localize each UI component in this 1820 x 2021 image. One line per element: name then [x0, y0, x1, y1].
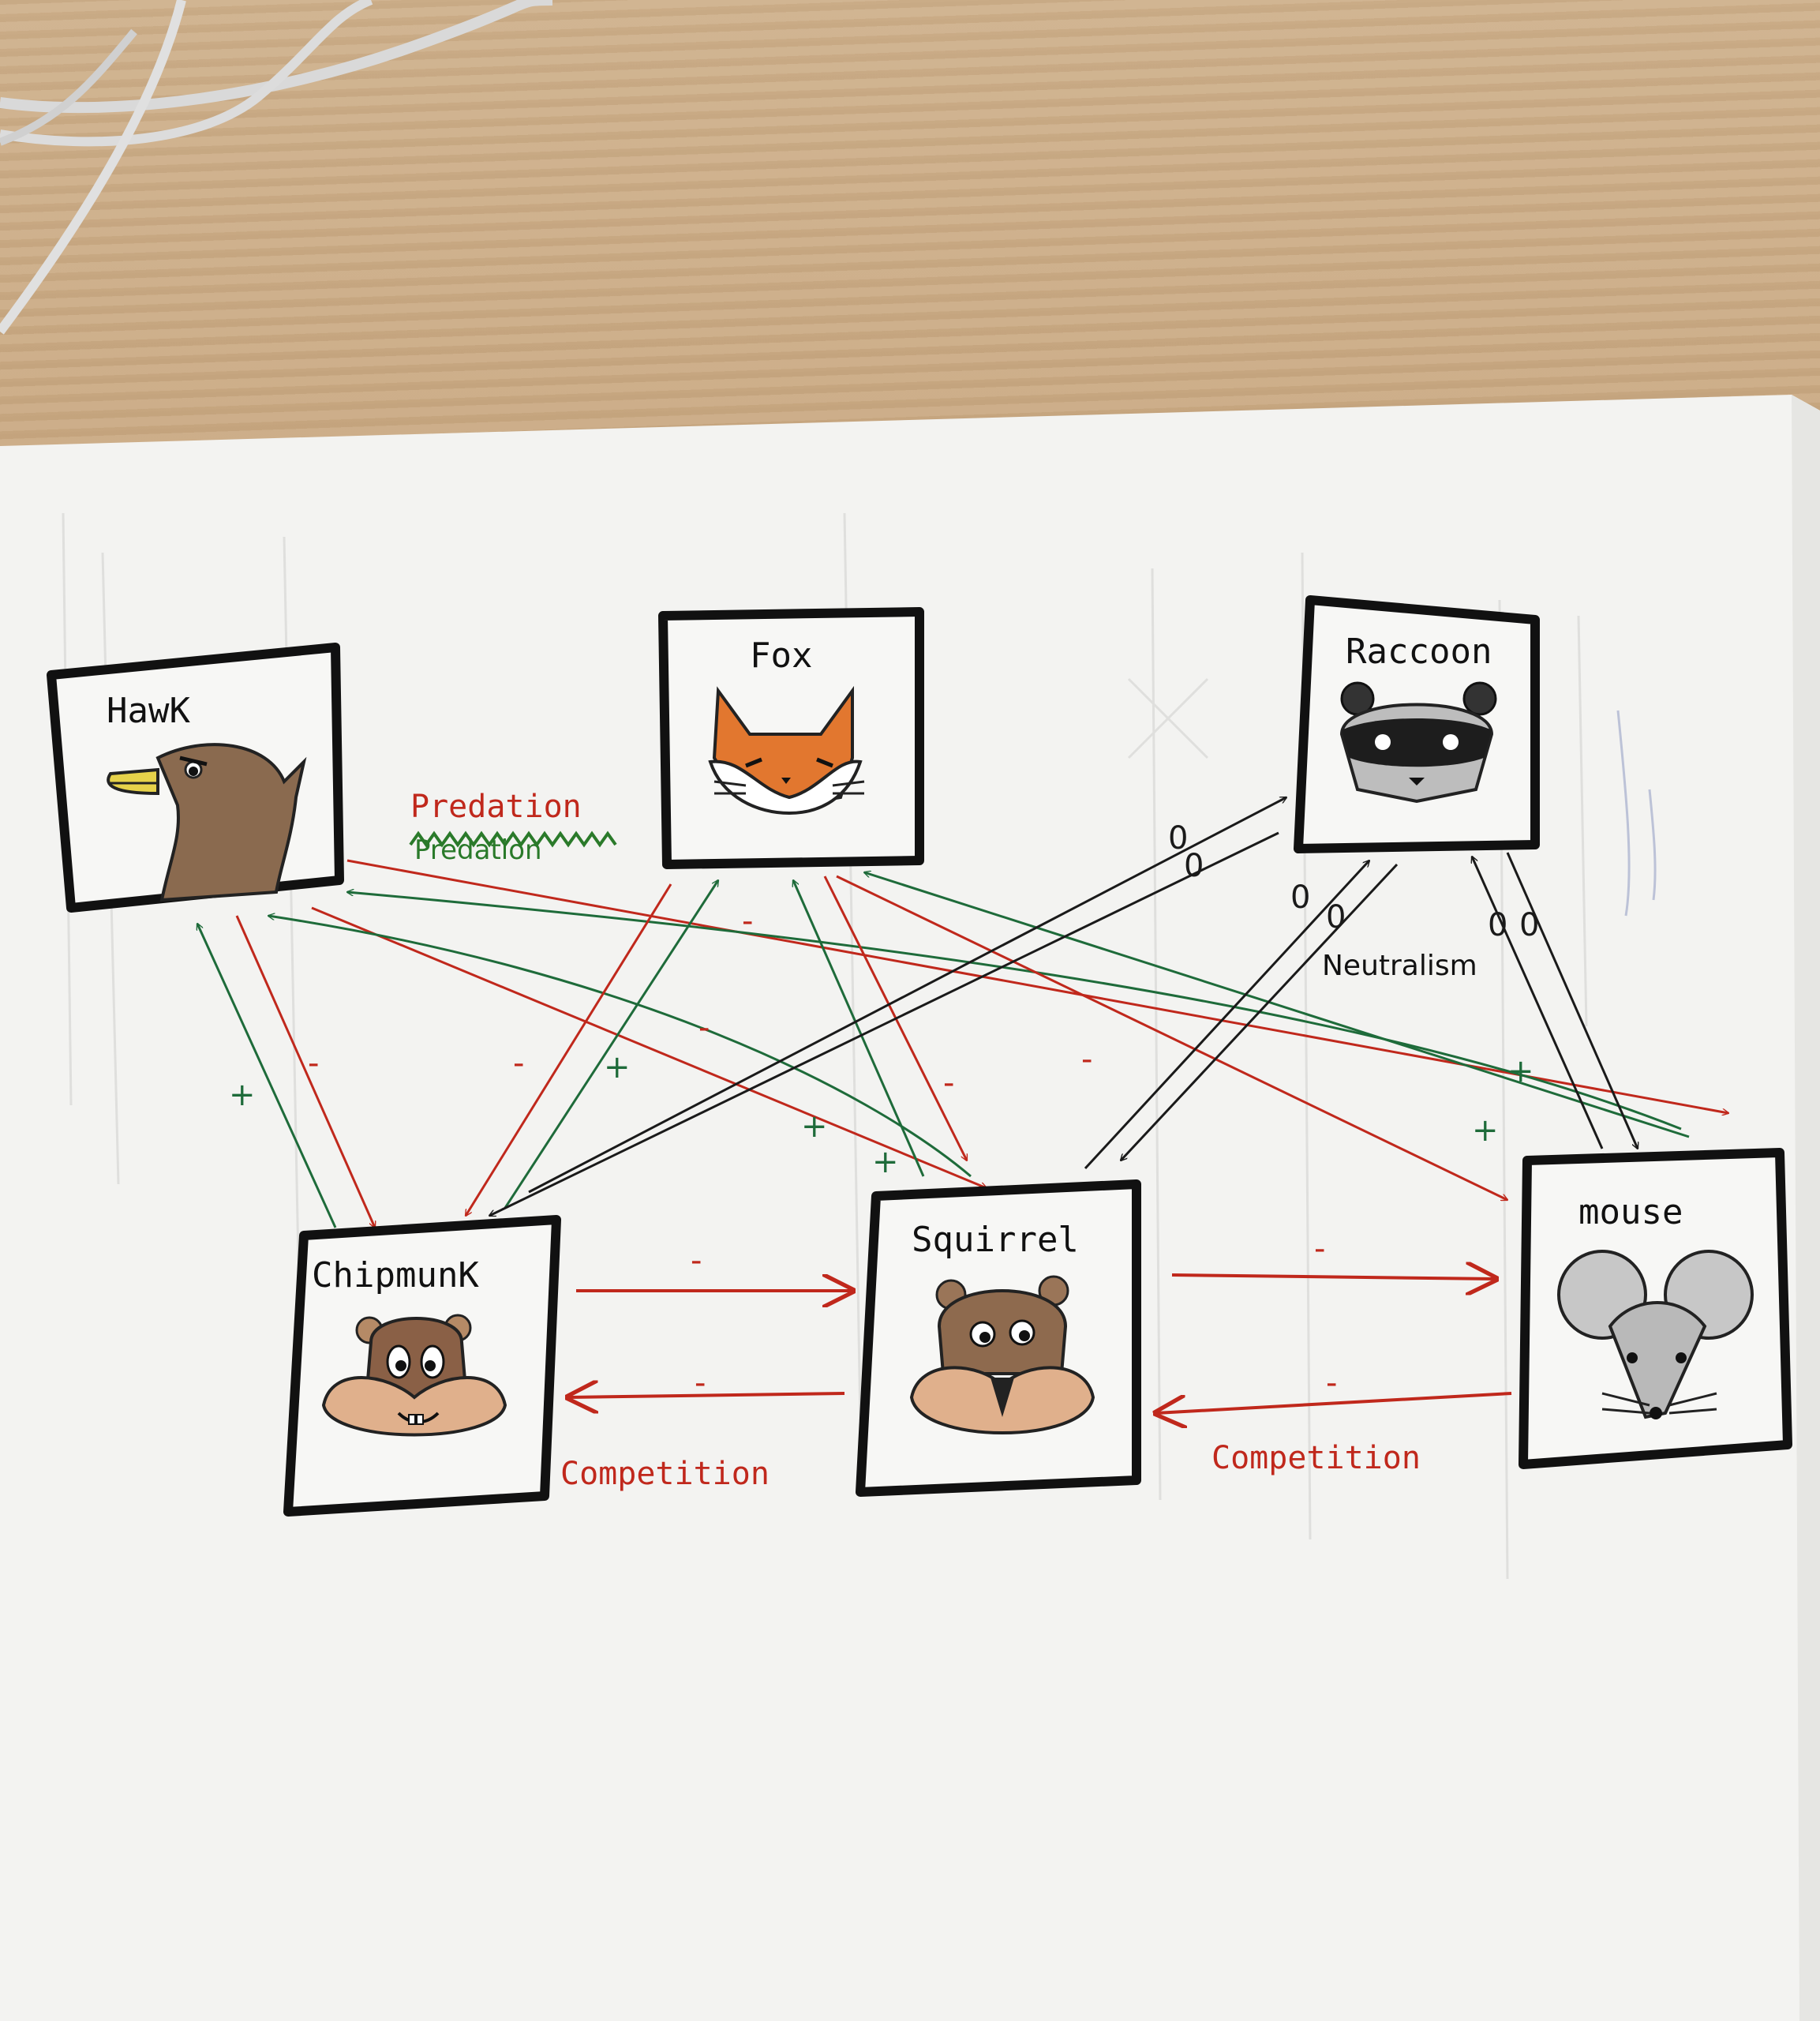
sign-plus: +: [604, 1049, 631, 1085]
competition-label-left: Competition: [560, 1456, 770, 1492]
sign-minus: -: [698, 1010, 710, 1046]
blue-pen-marks: [1616, 710, 1657, 917]
sign-minus: -: [513, 1045, 524, 1082]
sign-minus: -: [1326, 1365, 1337, 1401]
node-chipmunk-label: ChipmunK: [312, 1255, 479, 1295]
sign-zero: 0: [1326, 899, 1346, 936]
predation-label: Predation: [410, 789, 582, 825]
sign-plus: +: [872, 1144, 899, 1180]
node-hawk-label: HawK: [107, 691, 190, 731]
sign-minus: -: [943, 1065, 954, 1101]
sign-zero: 0: [1488, 907, 1507, 943]
competition-label-right: Competition: [1211, 1440, 1421, 1476]
sign-zero: 0: [1168, 820, 1188, 857]
sign-plus: +: [801, 1108, 828, 1145]
raccoon-icon: [1339, 681, 1497, 804]
sign-minus: -: [691, 1243, 702, 1279]
mouse-icon: [1557, 1250, 1754, 1419]
sign-plus: +: [1472, 1112, 1499, 1149]
sign-minus: -: [695, 1365, 706, 1401]
sign-zero: 0: [1184, 848, 1204, 884]
node-squirrel: Squirrel: [856, 1179, 1141, 1497]
node-mouse-label: mouse: [1578, 1192, 1683, 1232]
predation-scribble: Predation: [409, 831, 617, 866]
sign-zero: 0: [1519, 907, 1539, 943]
node-squirrel-label: Squirrel: [912, 1220, 1079, 1260]
sign-zero: 0: [1290, 879, 1310, 916]
sign-minus: -: [1314, 1231, 1325, 1267]
node-fox-label: Fox: [750, 636, 812, 676]
sign-minus: -: [1081, 1041, 1092, 1078]
squirrel-icon: [909, 1275, 1095, 1434]
node-raccoon: Raccoon: [1294, 595, 1540, 853]
sign-plus: +: [229, 1077, 256, 1113]
sign-minus: -: [308, 1045, 319, 1082]
hawk-icon: [107, 743, 307, 902]
sign-plus: +: [1507, 1053, 1534, 1089]
neutralism-label: Neutralism: [1322, 950, 1477, 982]
node-raccoon-label: Raccoon: [1346, 632, 1492, 672]
fox-icon: [708, 685, 865, 816]
node-mouse: mouse: [1519, 1148, 1792, 1469]
node-hawk: HawK: [47, 643, 344, 913]
node-fox: Fox: [658, 607, 924, 869]
node-chipmunk: ChipmunK: [283, 1215, 561, 1517]
sign-minus: -: [742, 903, 753, 939]
chipmunk-icon: [321, 1314, 507, 1437]
